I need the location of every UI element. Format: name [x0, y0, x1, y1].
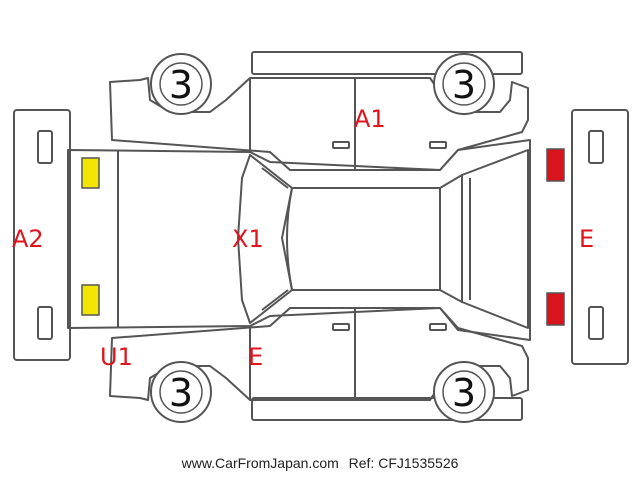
wheel-number-top-left: 3 [169, 63, 193, 107]
front-bumper-slot-top [37, 130, 53, 164]
headlight-icon [81, 157, 100, 189]
damage-label-x1: X1 [232, 225, 264, 253]
taillight-icon [546, 292, 565, 326]
taillight-icon [546, 148, 565, 182]
wheel-icon: 3 [150, 361, 212, 423]
front-bumper-slot-bottom [37, 306, 53, 340]
footer-reference: Ref: CFJ1535526 [348, 455, 459, 471]
wheel-number-top-right: 3 [452, 63, 476, 107]
wheel-number-bottom-left: 3 [169, 371, 193, 415]
wheel-number-bottom-right: 3 [452, 371, 476, 415]
footer: www.CarFromJapan.com Ref: CFJ1535526 [0, 455, 640, 471]
rear-bumper-slot-top [588, 130, 604, 164]
damage-label-e-rear: E [579, 225, 594, 253]
damage-label-a1: A1 [354, 105, 386, 133]
rear-window [439, 174, 463, 303]
rear-bumper [571, 109, 629, 365]
rear-bumper-slot-bottom [588, 306, 604, 340]
damage-label-u1: U1 [100, 343, 133, 371]
top-side-sill [251, 51, 523, 75]
bottom-side-sill [251, 397, 523, 421]
damage-label-e-door: E [248, 343, 263, 371]
wheel-icon: 3 [433, 53, 495, 115]
tailgate [461, 149, 529, 329]
wheel-icon: 3 [433, 361, 495, 423]
wheel-icon: 3 [150, 53, 212, 115]
roof [286, 187, 441, 291]
top-view-body [67, 139, 531, 341]
damage-label-a2: A2 [12, 225, 44, 253]
front-bumper [13, 109, 71, 361]
footer-website: www.CarFromJapan.com [181, 455, 339, 471]
headlight-icon [81, 284, 100, 316]
